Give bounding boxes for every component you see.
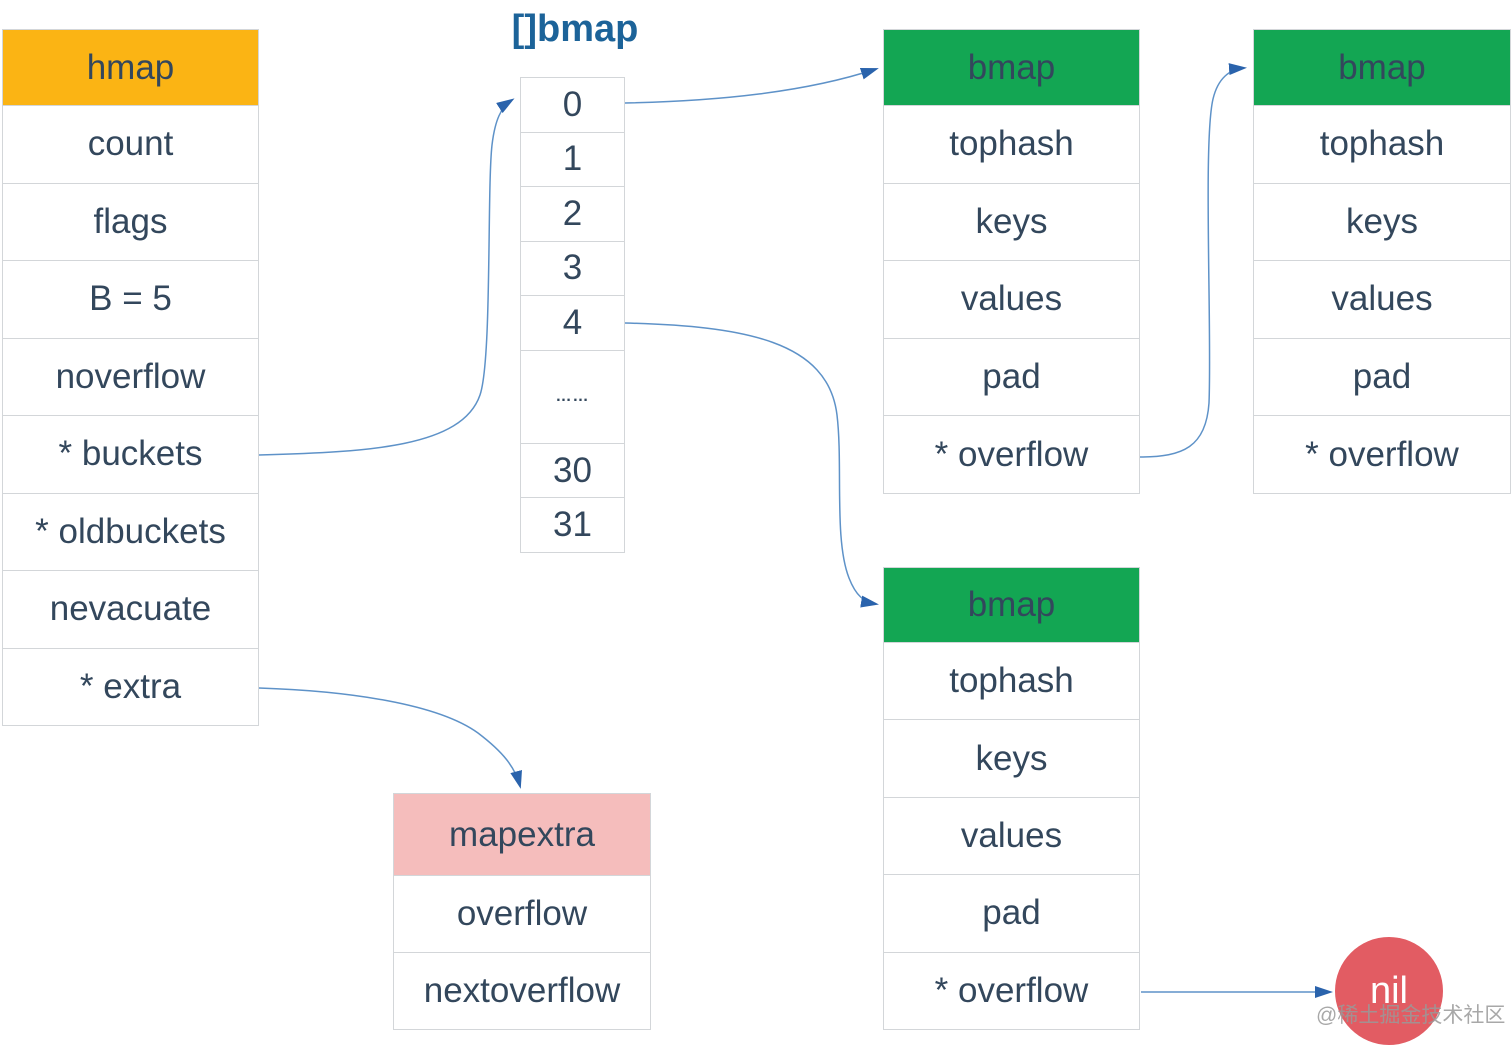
- bmap-bottom-table: bmap tophash keys values pad * overflow: [883, 567, 1140, 1030]
- hmap-row-nevacuate: nevacuate: [3, 570, 258, 648]
- bmap-bottom-header: bmap: [884, 568, 1139, 642]
- bucket-cell-30: 30: [521, 442, 624, 498]
- nil-node: nil: [1335, 937, 1443, 1045]
- bucket-cell-2: 2: [521, 186, 624, 241]
- arrow-overflow-to-bmap-right: [1139, 63, 1247, 458]
- bucket-cell-4: 4: [521, 295, 624, 350]
- hmap-row-buckets: * buckets: [3, 415, 258, 493]
- bmap-bottom-row-overflow: * overflow: [884, 951, 1139, 1030]
- bmap-top-header: bmap: [884, 30, 1139, 105]
- bmap-top-row-keys: keys: [884, 182, 1139, 261]
- bucket-cell-0: 0: [562, 84, 583, 124]
- bmap-top-row-values: values: [884, 260, 1139, 338]
- bmap-bottom-row-tophash: tophash: [884, 642, 1139, 720]
- bmap-top-table: bmap tophash keys values pad * overflow: [883, 29, 1140, 494]
- bmap-right-row-pad: pad: [1254, 337, 1510, 416]
- arrow-buckets-to-bucket-array: [258, 98, 515, 456]
- bucket-array: 0 1 2 3 4 …… 30 31: [520, 77, 625, 553]
- arrow-extra-to-mapextra: [258, 687, 522, 789]
- hmap-struct-table: hmap count flags B = 5 noverflow * bucke…: [2, 29, 259, 726]
- mapextra-table: mapextra overflow nextoverflow: [393, 793, 651, 1030]
- hmap-row-noverflow: noverflow: [3, 337, 258, 415]
- bucket-cell-31: 31: [521, 497, 624, 552]
- bmap-right-row-tophash: tophash: [1254, 105, 1510, 183]
- bmap-top-row-pad: pad: [884, 337, 1139, 416]
- mapextra-header: mapextra: [394, 794, 650, 875]
- bmap-right-row-overflow: * overflow: [1254, 415, 1510, 493]
- arrow-cell0-to-bmap-top: [624, 67, 879, 104]
- bmap-top-row-tophash: tophash: [884, 105, 1139, 183]
- bucket-cell-1: 1: [521, 131, 624, 187]
- watermark-text: @稀土掘金技术社区: [1316, 1004, 1506, 1027]
- bmap-bottom-row-pad: pad: [884, 874, 1139, 952]
- bmap-bottom-row-values: values: [884, 796, 1139, 875]
- mapextra-row-overflow: overflow: [394, 875, 650, 952]
- mapextra-row-nextoverflow: nextoverflow: [394, 952, 650, 1029]
- hmap-row-b: B = 5: [3, 260, 258, 338]
- bmap-right-table: bmap tophash keys values pad * overflow: [1253, 29, 1511, 494]
- arrow-cell4-to-bmap-bottom: [624, 322, 879, 608]
- bmap-bottom-row-keys: keys: [884, 719, 1139, 797]
- hmap-row-oldbuckets: * oldbuckets: [3, 492, 258, 570]
- bmap-right-header: bmap: [1254, 30, 1510, 105]
- hmap-header: hmap: [3, 30, 258, 105]
- hmap-row-count: count: [3, 105, 258, 183]
- bucket-cell-3: 3: [521, 240, 624, 296]
- hmap-row-extra: * extra: [3, 647, 258, 725]
- bucket-array-title: []bmap: [511, 8, 639, 50]
- nil-label: nil: [1369, 969, 1409, 1012]
- bmap-right-row-values: values: [1254, 260, 1510, 338]
- bmap-right-row-keys: keys: [1254, 182, 1510, 261]
- hmap-row-flags: flags: [3, 182, 258, 260]
- bmap-top-row-overflow: * overflow: [884, 415, 1139, 493]
- bucket-cell-dots: ……: [521, 349, 624, 443]
